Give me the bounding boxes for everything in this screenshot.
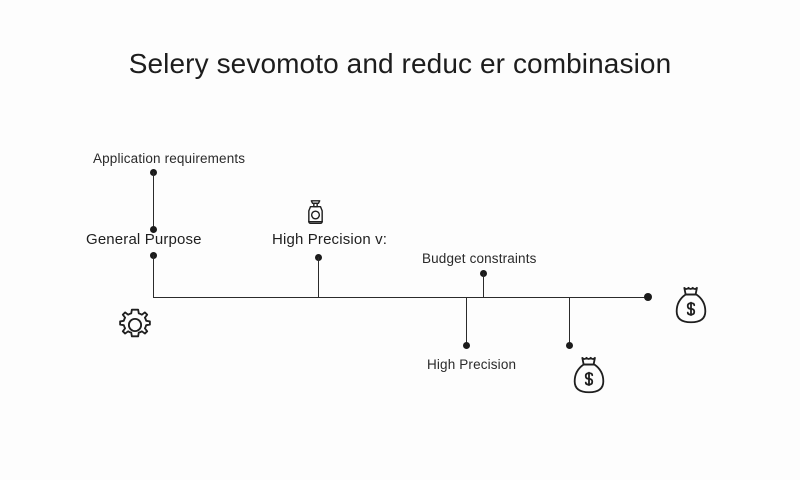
money-bag-icon	[568, 354, 610, 398]
press-machine-icon	[303, 199, 328, 226]
connector-application-requirements	[152, 172, 155, 229]
node-label-high-precision-v: High Precision v:	[272, 231, 388, 248]
node-label-application-requirements: Application requirements	[93, 151, 246, 166]
page-title: Selery sevomoto and reduc er combinasion	[128, 48, 672, 79]
connector-general-purpose	[152, 255, 155, 298]
timeline-end-dot	[644, 293, 652, 301]
connector-budget-constraints	[482, 273, 485, 298]
node-label-budget-constraints: Budget constraints	[422, 251, 537, 266]
node-label-general-purpose: General Purpose	[86, 231, 202, 248]
node-dot-cost-node	[565, 342, 573, 349]
node-dot-application-requirements-bottom	[149, 226, 157, 233]
connector-high-precision	[465, 298, 468, 345]
gear-icon	[114, 304, 156, 346]
node-label-high-precision: High Precision	[427, 357, 517, 372]
money-bag-icon	[670, 284, 712, 328]
timeline-axis	[153, 297, 648, 299]
node-dot-high-precision	[462, 342, 470, 349]
connector-cost-node	[568, 298, 571, 345]
connector-high-precision-v	[317, 257, 320, 298]
